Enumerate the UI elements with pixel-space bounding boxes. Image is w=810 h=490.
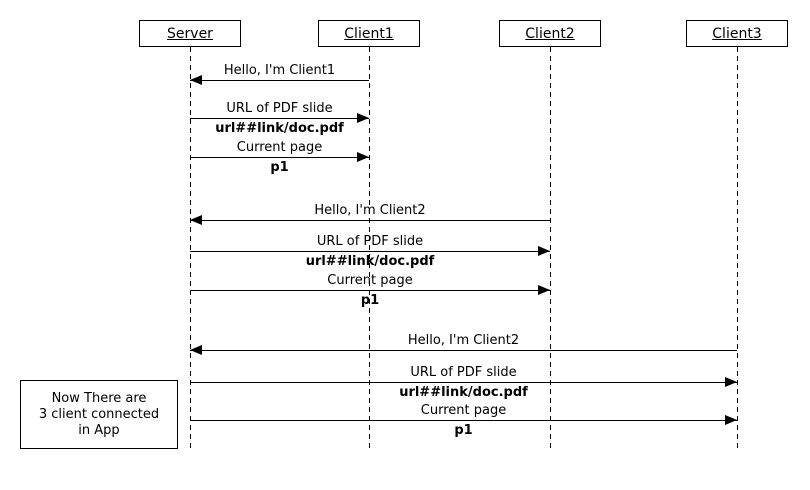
participant-client2-label: Client2 <box>525 25 575 42</box>
participant-client3: Client3 <box>686 20 788 47</box>
participant-client3-label: Client3 <box>712 25 762 42</box>
participant-client1: Client1 <box>318 20 420 47</box>
message-line <box>190 350 737 351</box>
arrowhead-right-icon <box>538 285 550 295</box>
message-label: Current page <box>236 140 323 155</box>
message-label: URL of PDF slide <box>226 101 333 116</box>
participant-client2: Client2 <box>499 20 601 47</box>
message-label: Hello, I'm Client2 <box>314 203 426 218</box>
arrowhead-right-icon <box>725 377 737 387</box>
message-label: Current page <box>420 403 507 418</box>
message-label: Current page <box>327 273 413 288</box>
message-line <box>190 157 369 158</box>
lifeline-client2 <box>550 47 551 448</box>
note-box: Now There are 3 client connected in App <box>20 380 178 449</box>
participant-server-label: Server <box>167 25 213 42</box>
arrowhead-right-icon <box>357 113 369 123</box>
message-line <box>190 251 550 252</box>
message-line <box>190 118 369 119</box>
message-label: Hello, I'm Client2 <box>407 333 520 348</box>
message-sublabel: p1 <box>270 160 289 175</box>
message-label: URL of PDF slide <box>410 365 517 380</box>
arrowhead-right-icon <box>357 152 369 162</box>
message-sublabel: url##link/doc.pdf <box>305 254 435 269</box>
participant-server: Server <box>139 20 241 47</box>
message-label: URL of PDF slide <box>316 234 424 249</box>
message-line <box>190 382 737 383</box>
message-line <box>190 220 550 221</box>
arrowhead-right-icon <box>725 415 737 425</box>
lifeline-client3 <box>737 47 738 448</box>
message-label: Hello, I'm Client1 <box>223 63 336 78</box>
note-line: 3 client connected <box>38 406 160 422</box>
message-line <box>190 420 737 421</box>
participant-client1-label: Client1 <box>344 25 394 42</box>
arrowhead-right-icon <box>538 246 550 256</box>
lifeline-server <box>190 47 191 448</box>
note-line: in App <box>78 422 120 438</box>
arrowhead-left-icon <box>190 345 202 355</box>
message-sublabel: p1 <box>360 293 380 308</box>
message-sublabel: p1 <box>454 423 473 438</box>
arrowhead-left-icon <box>190 215 202 225</box>
message-line <box>190 80 369 81</box>
message-sublabel: url##link/doc.pdf <box>399 385 528 400</box>
lifeline-client1 <box>369 47 370 448</box>
arrowhead-left-icon <box>190 75 202 85</box>
message-sublabel: url##link/doc.pdf <box>215 121 344 136</box>
note-line: Now There are <box>51 390 147 406</box>
message-line <box>190 290 550 291</box>
